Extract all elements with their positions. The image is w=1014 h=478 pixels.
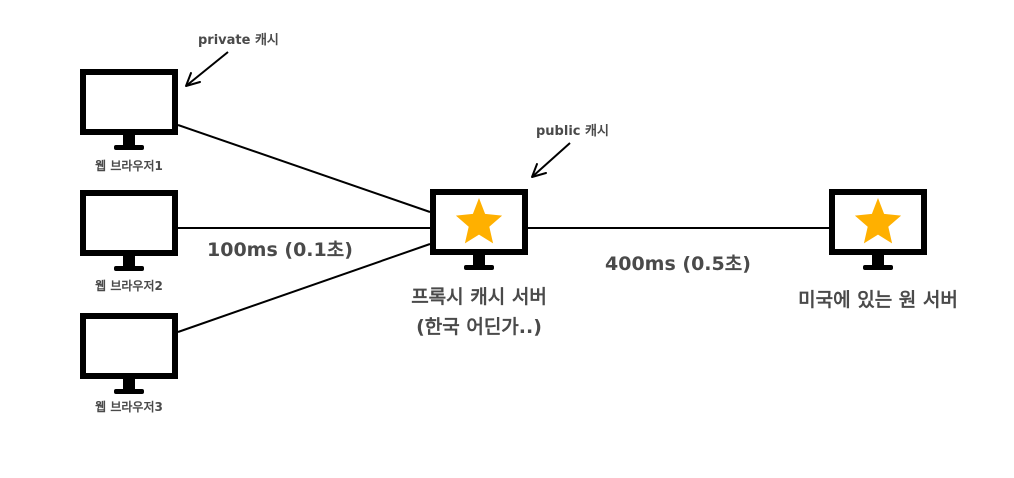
connection-lines — [177, 124, 829, 333]
line-browser1-to-proxy — [177, 124, 431, 213]
star-icon — [455, 198, 503, 244]
private-cache-label: private 캐시 — [198, 33, 279, 48]
private-cache-arrow-icon — [185, 51, 229, 87]
proxy-server-monitor-icon — [430, 189, 528, 270]
web-browser-2-monitor-icon — [80, 190, 178, 271]
public-cache-label: public 캐시 — [536, 124, 609, 139]
web-browser-1-monitor-icon — [80, 69, 178, 150]
web-browser-1-label: 웹 브라우저1 — [95, 158, 163, 173]
line-browser3-to-proxy — [177, 243, 431, 333]
proxy-origin-latency-label: 400ms (0.5초) — [605, 253, 751, 275]
star-icon — [854, 198, 902, 244]
client-proxy-latency-label: 100ms (0.1초) — [207, 239, 353, 261]
web-browser-2-label: 웹 브라우저2 — [95, 278, 163, 293]
origin-server-monitor-icon — [829, 189, 927, 270]
proxy-server-label: 프록시 캐시 서버 — [411, 286, 547, 308]
proxy-server-location-label: (한국 어딘가..) — [416, 316, 542, 338]
web-browser-3-label: 웹 브라우저3 — [95, 399, 163, 414]
origin-server-label: 미국에 있는 원 서버 — [798, 289, 958, 311]
web-browser-3-monitor-icon — [80, 313, 178, 394]
public-cache-arrow-icon — [531, 142, 571, 178]
